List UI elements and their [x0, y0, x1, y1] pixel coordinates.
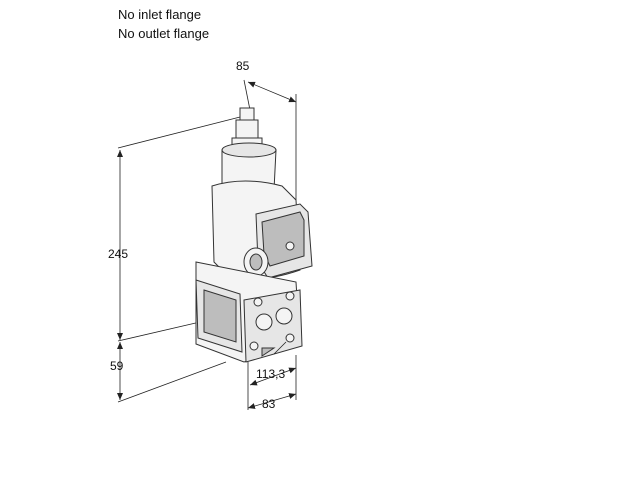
mounting-screw-1 [253, 297, 263, 307]
mounting-screw-3 [285, 333, 295, 343]
coil-cover-screw [285, 241, 295, 251]
stem-cap [239, 107, 255, 121]
dimension-83-label: 83 [262, 397, 276, 411]
coil-cover-recess [261, 211, 305, 267]
inlet-port-grille [203, 289, 237, 343]
flow-direction-arrow-icon [261, 347, 276, 357]
dimension-245-label: 245 [108, 247, 128, 261]
note-no-inlet-flange: No inlet flange [118, 7, 202, 22]
cable-gland-opening [249, 253, 263, 271]
mounting-screw-2 [285, 291, 295, 301]
dimension-83: 83 [247, 355, 297, 411]
dimension-59-label: 59 [110, 359, 124, 373]
dimension-113-3-label: 113,3 [256, 367, 285, 381]
note-no-outlet-flange: No outlet flange [118, 26, 210, 41]
pressure-port-1 [255, 313, 273, 331]
pressure-port-2 [275, 307, 293, 325]
valve-body-front [243, 289, 303, 363]
gas-valve-illustration [195, 107, 313, 363]
dimension-85: 85 [236, 59, 297, 200]
dimension-59: 59 [110, 342, 227, 403]
dimension-85-label: 85 [236, 59, 250, 73]
mounting-screw-4 [249, 341, 259, 351]
dimension-245: 245 [108, 115, 245, 342]
stem-upper [235, 119, 259, 141]
actuator-neck-top [221, 142, 277, 158]
